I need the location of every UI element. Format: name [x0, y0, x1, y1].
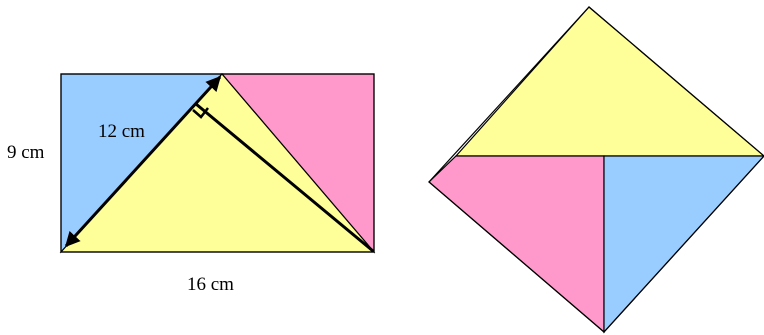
diagonal-label: 12 cm [98, 121, 145, 142]
rectangle-dissection: 9 cm 12 cm 16 cm [7, 73, 376, 295]
rectangle-outline [60, 73, 375, 253]
diagonal-arrow [64, 75, 222, 248]
right-angle-marker [192, 107, 209, 119]
height-label: 9 cm [7, 142, 45, 163]
square-outline [428, 6, 764, 333]
width-label: 16 cm [187, 274, 234, 295]
yellow-triangle-right [454, 6, 764, 157]
pink-triangle-right [428, 155, 605, 334]
height-segment [195, 102, 374, 253]
square-rearrangement [428, 6, 764, 334]
